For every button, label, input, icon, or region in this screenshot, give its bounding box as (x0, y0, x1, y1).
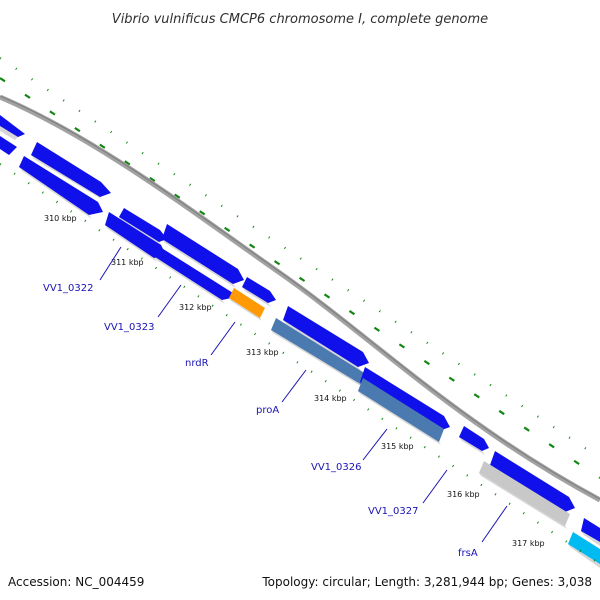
cds-proa (271, 318, 366, 385)
cds-13 (490, 451, 575, 512)
gene-label-frsa: frsA (458, 548, 478, 559)
leader-nrdr (210, 321, 236, 356)
cds-2 (0, 136, 17, 155)
cds-5-shadow (119, 217, 162, 246)
cds-vv1-0326-shadow (358, 391, 441, 445)
kbp-315: 315 kbp (381, 442, 414, 451)
gene-label-vv1-0326: VV1_0326 (311, 462, 362, 473)
cds-8 (152, 247, 236, 300)
cds-6 (105, 212, 166, 258)
cds-1-shadow (0, 126, 18, 140)
cds-10-shadow (283, 320, 361, 371)
kbp-317: 317 kbp (512, 539, 545, 548)
cds-12-shadow (459, 437, 485, 455)
kbp-316: 316 kbp (447, 490, 480, 499)
outer-tick-scale (0, 77, 600, 479)
leader-vv1-0323 (157, 284, 182, 318)
leader-vv1-0327 (422, 469, 448, 504)
cds-14-shadow (581, 531, 600, 546)
cds-14 (581, 518, 600, 542)
leader-vv1-0322 (99, 246, 122, 281)
cds-1 (0, 115, 25, 137)
kbp-313: 313 kbp (246, 348, 279, 357)
chromosome-backbone-inner (0, 95, 600, 500)
inner-tick-scale (0, 163, 600, 565)
cds-proa-shadow (271, 330, 364, 388)
cds-8-shadow (152, 255, 225, 304)
gene-label-nrdr: nrdR (185, 358, 209, 369)
topology-text: Topology: circular; Length: 3,281,944 bp… (261, 575, 592, 589)
cds-6-shadow (105, 225, 157, 262)
cds-frsa (479, 461, 570, 526)
leader-proa (281, 369, 307, 403)
cds-4-shadow (19, 167, 92, 219)
page-title: Vibrio vulnificus CMCP6 chromosome I, co… (112, 12, 488, 27)
cds-nrdr-shadow (229, 298, 262, 321)
cds-5 (119, 208, 167, 242)
cds-7-shadow (162, 239, 236, 288)
kbp-314: 314 kbp (314, 394, 347, 403)
cds-3 (31, 142, 111, 197)
cds-12 (459, 426, 489, 451)
leader-vv1-0326 (362, 428, 388, 461)
chromosome-backbone (0, 94, 600, 503)
gene-label-vv1-0322: VV1_0322 (43, 283, 94, 294)
cds-edge-cyan (568, 532, 600, 564)
accession-text: Accession: NC_004459 (8, 575, 144, 589)
cds-frsa-shadow (479, 473, 567, 529)
gene-label-vv1-0327: VV1_0327 (368, 506, 419, 517)
gene-label-vv1-0323: VV1_0323 (104, 322, 155, 333)
kbp-311: 311 kbp (111, 258, 144, 267)
outer-dotted-scale (0, 57, 600, 459)
cds-edge-cyan-shadow (568, 544, 600, 568)
gene-label-proa: proA (256, 405, 279, 416)
kbp-310: 310 kbp (44, 214, 77, 223)
cds-9 (242, 277, 276, 303)
kbp-312: 312 kbp (179, 303, 212, 312)
cds-7 (162, 224, 244, 284)
leader-frsa (481, 505, 508, 543)
cds-nrdr (229, 288, 265, 318)
cds-4 (19, 156, 103, 215)
cds-9-shadow (242, 287, 271, 307)
cds-vv1-0326 (358, 378, 444, 442)
cds-3-shadow (31, 155, 103, 200)
cds-10 (283, 306, 369, 367)
cds-11 (360, 367, 450, 431)
